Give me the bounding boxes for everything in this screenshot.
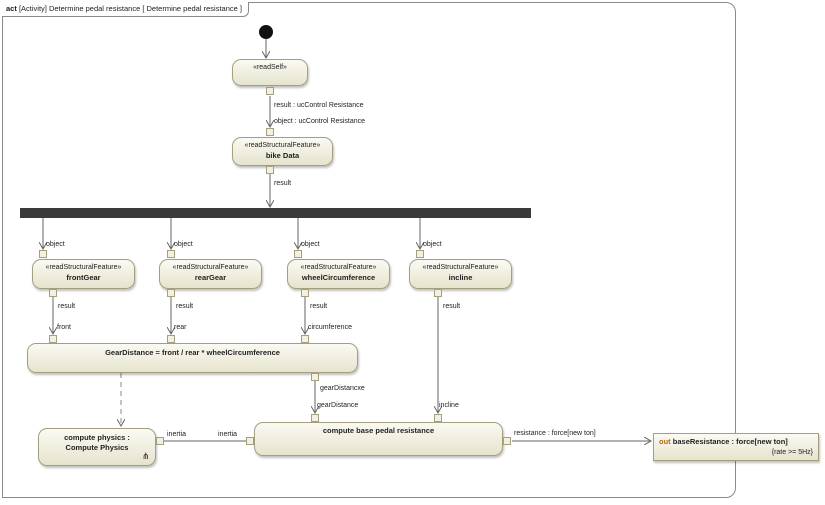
compute-base-action[interactable]: compute base pedal resistance bbox=[254, 422, 503, 456]
gear-circumference-pin[interactable] bbox=[301, 335, 309, 343]
output-parameter-title: out baseResistance : force[new ton] bbox=[659, 437, 788, 446]
front-gear-name: frontGear bbox=[66, 273, 101, 282]
bike-data-action[interactable]: «readStructuralFeature» bike Data bbox=[232, 137, 333, 166]
wheel-circumference-name: wheelCircumference bbox=[301, 273, 376, 282]
label-object-uc: object : ucControl Resistance bbox=[274, 118, 366, 125]
frame-title: [Activity] Determine pedal resistance [ … bbox=[18, 4, 242, 13]
label-result-bike: result bbox=[274, 180, 292, 187]
incline-action[interactable]: «readStructuralFeature» incline bbox=[409, 259, 512, 289]
label-result-rear: result bbox=[176, 303, 194, 310]
output-parameter-node[interactable]: out baseResistance : force[new ton] {rat… bbox=[653, 433, 819, 461]
label-out-resistance: resistance : force[new ton] bbox=[514, 430, 596, 437]
base-incline-pin[interactable] bbox=[434, 414, 442, 422]
output-parameter-name: baseResistance : force[new ton] bbox=[672, 437, 788, 446]
read-self-stereotype: «readSelf» bbox=[253, 64, 287, 71]
compute-physics-line1: compute physics : bbox=[64, 433, 130, 442]
rear-gear-name: rearGear bbox=[194, 273, 227, 282]
label-in-front: front bbox=[57, 324, 72, 331]
rear-gear-object-pin[interactable] bbox=[167, 250, 175, 258]
gear-front-pin[interactable] bbox=[49, 335, 57, 343]
wheel-circumference-action[interactable]: «readStructuralFeature» wheelCircumferen… bbox=[287, 259, 390, 289]
diagram-frame bbox=[2, 2, 736, 498]
compute-physics-action[interactable]: compute physics : Compute Physics bbox=[38, 428, 156, 466]
label-result-wheel: result bbox=[310, 303, 328, 310]
incline-stereotype: «readStructuralFeature» bbox=[422, 264, 499, 271]
out-keyword: out bbox=[659, 437, 671, 446]
rear-gear-stereotype: «readStructuralFeature» bbox=[172, 264, 249, 271]
incline-name: incline bbox=[448, 273, 473, 282]
label-object-front: object bbox=[46, 241, 65, 248]
front-gear-action[interactable]: «readStructuralFeature» frontGear bbox=[32, 259, 135, 289]
front-gear-result-pin[interactable] bbox=[49, 289, 57, 297]
base-resistance-pin[interactable] bbox=[503, 437, 511, 445]
frame-header: act [Activity] Determine pedal resistanc… bbox=[2, 2, 249, 17]
label-out-inertia: inertia bbox=[167, 431, 187, 438]
bike-data-name: bike Data bbox=[265, 151, 300, 160]
front-gear-stereotype: «readStructuralFeature» bbox=[45, 264, 122, 271]
label-out-gear: gearDistancxe bbox=[320, 385, 365, 392]
output-parameter-rate: {rate >= 5Hz} bbox=[771, 449, 813, 456]
label-object-rear: object bbox=[174, 241, 193, 248]
incline-object-pin[interactable] bbox=[416, 250, 424, 258]
label-in-circumference: circumference bbox=[308, 324, 352, 331]
label-result-incline: result bbox=[443, 303, 461, 310]
frame-kind: act bbox=[6, 4, 17, 13]
rake-icon: ⋔ bbox=[142, 451, 150, 461]
compute-physics-line2: Compute Physics bbox=[65, 443, 129, 452]
base-inertia-pin[interactable] bbox=[246, 437, 254, 445]
label-in-incline: incline bbox=[439, 402, 459, 409]
bike-data-object-pin[interactable] bbox=[266, 128, 274, 136]
label-object-wheel: object bbox=[301, 241, 320, 248]
wheel-object-pin[interactable] bbox=[294, 250, 302, 258]
rear-gear-result-pin[interactable] bbox=[167, 289, 175, 297]
label-in-rear: rear bbox=[174, 324, 187, 331]
base-gear-pin[interactable] bbox=[311, 414, 319, 422]
incline-result-pin[interactable] bbox=[434, 289, 442, 297]
bike-data-stereotype: «readStructuralFeature» bbox=[244, 142, 321, 149]
gear-distance-name: GearDistance = front / rear * wheelCircu… bbox=[105, 348, 280, 357]
label-in-gear: gearDistance bbox=[317, 402, 359, 409]
label-in-inertia: inertia bbox=[218, 431, 238, 438]
gear-distance-action[interactable]: GearDistance = front / rear * wheelCircu… bbox=[27, 343, 358, 373]
wheel-result-pin[interactable] bbox=[301, 289, 309, 297]
label-result-uc: result : ucControl Resistance bbox=[274, 102, 364, 109]
gear-distance-output-pin[interactable] bbox=[311, 373, 319, 381]
wheel-circumference-stereotype: «readStructuralFeature» bbox=[300, 264, 377, 271]
gear-rear-pin[interactable] bbox=[167, 335, 175, 343]
bike-data-result-pin[interactable] bbox=[266, 166, 274, 174]
read-self-result-pin[interactable] bbox=[266, 87, 274, 95]
fork-node[interactable] bbox=[20, 208, 531, 218]
front-gear-object-pin[interactable] bbox=[39, 250, 47, 258]
compute-base-name: compute base pedal resistance bbox=[322, 426, 435, 435]
label-object-incline: object bbox=[423, 241, 442, 248]
rear-gear-action[interactable]: «readStructuralFeature» rearGear bbox=[159, 259, 262, 289]
physics-inertia-pin[interactable] bbox=[156, 437, 164, 445]
initial-node[interactable] bbox=[259, 25, 273, 39]
label-result-front: result bbox=[58, 303, 76, 310]
read-self-action[interactable]: «readSelf» bbox=[232, 59, 308, 86]
